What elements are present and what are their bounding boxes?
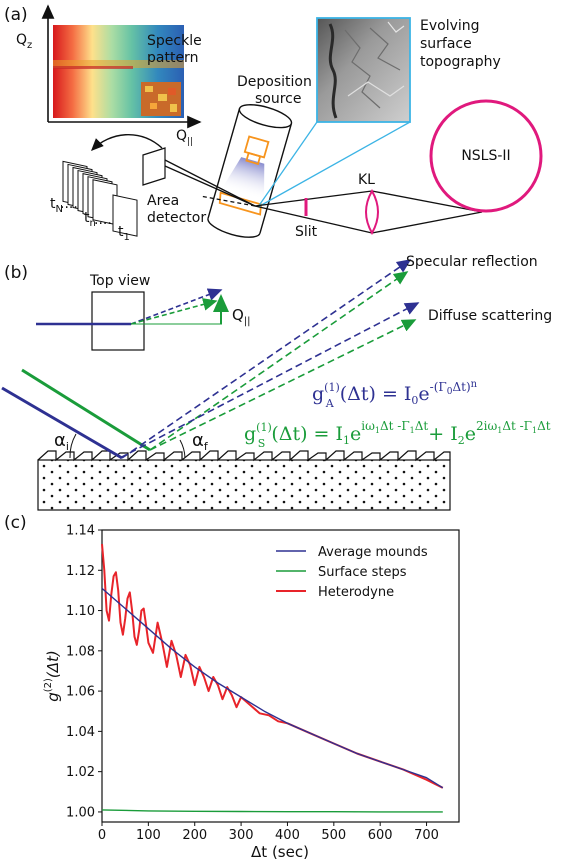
top-view-q-par-label: Q|| xyxy=(232,306,251,327)
nsls-ii-label: NSLS-II xyxy=(461,148,510,164)
panel-a: (a) Qz Q|| Speckle pattern xyxy=(4,4,543,243)
qz-label: Qz xyxy=(16,32,32,51)
y-axis-label: g(2)(Δt) xyxy=(43,650,62,702)
y-tick-label: 1.02 xyxy=(66,765,95,780)
substrate xyxy=(37,459,451,511)
evolving-label-1: Evolving xyxy=(420,18,480,34)
top-view-box xyxy=(91,291,145,351)
legend-label: Surface steps xyxy=(318,565,407,580)
x-tick-label: 500 xyxy=(321,828,346,843)
top-view-diffuse-arrow xyxy=(130,298,218,325)
evolving-label-2: surface xyxy=(420,36,472,52)
series-line-average-mounds xyxy=(101,587,444,789)
frame-stack xyxy=(62,160,138,237)
curved-arrow xyxy=(91,134,163,151)
beam-path xyxy=(164,159,483,234)
speckle-label-2: pattern xyxy=(147,50,198,66)
callout-line-1 xyxy=(257,121,318,208)
qpar-label: Q|| xyxy=(176,128,193,147)
specular-blue-arrow xyxy=(121,259,412,459)
specular-label: Specular reflection xyxy=(406,254,538,270)
x-tick-label: 0 xyxy=(98,828,106,843)
t-mid-label: tn xyxy=(84,210,96,229)
alpha-f-arc xyxy=(179,439,186,459)
alpha-i-label: αi xyxy=(54,430,69,453)
area-detector xyxy=(142,147,166,186)
y-tick-label: 1.14 xyxy=(66,524,95,539)
kl-label: KL xyxy=(358,172,375,188)
x-axis-label: Δt (sec) xyxy=(251,843,309,861)
y-tick-label: 1.12 xyxy=(66,564,95,579)
speckle-label-1: Speckle xyxy=(147,33,202,49)
x-tick-label: 200 xyxy=(182,828,207,843)
legend-label: Average mounds xyxy=(318,545,428,560)
area-detector-label-1: Area xyxy=(147,193,179,209)
x-tick-label: 400 xyxy=(275,828,300,843)
top-view-label: Top view xyxy=(89,273,150,289)
kl-lens xyxy=(365,188,379,236)
panel-b-label: (b) xyxy=(4,263,28,283)
y-axis: 1.00 1.02 1.04 1.06 1.08 1.10 1.12 1.14 xyxy=(66,524,102,820)
topography-image xyxy=(316,17,411,123)
nsls-ii-ring xyxy=(429,99,543,213)
diffuse-green-arrow xyxy=(149,319,417,451)
deposition-label-1: Deposition xyxy=(237,74,312,90)
incident-beam-blue xyxy=(1,386,123,460)
specular-green-arrow xyxy=(149,271,409,451)
diffuse-blue-arrow xyxy=(119,302,420,459)
t-dots-1: ···· xyxy=(60,200,78,216)
legend-label: Heterodyne xyxy=(318,585,394,600)
x-tick-label: 100 xyxy=(136,828,161,843)
plot-series xyxy=(101,544,444,813)
x-axis: 0 100 200 300 400 500 600 700 xyxy=(98,822,439,843)
y-tick-label: 1.00 xyxy=(66,805,95,820)
y-tick-label: 1.06 xyxy=(66,685,95,700)
x-tick-label: 700 xyxy=(414,828,439,843)
surface-profile xyxy=(37,450,451,462)
y-tick-label: 1.10 xyxy=(66,604,95,619)
x-tick-label: 300 xyxy=(229,828,254,843)
speckle-image xyxy=(53,25,184,118)
area-detector-label-2: detector xyxy=(147,210,206,226)
evolving-label-3: topography xyxy=(420,54,501,70)
series-line-surface-steps xyxy=(101,809,443,813)
panel-b: (b) Top view Q|| Specular reflection Dif… xyxy=(1,254,552,511)
panel-a-label: (a) xyxy=(4,5,28,25)
t-n-label: tN xyxy=(50,196,63,215)
callout-line-2 xyxy=(257,121,411,208)
incident-beam-green xyxy=(21,368,151,452)
x-tick-label: 600 xyxy=(368,828,393,843)
equation-g1-a: g(1)A(Δt) = I0e-(Γ0Δt)n xyxy=(312,379,478,410)
deposition-label-2: source xyxy=(255,91,302,107)
top-view-specular-arrow xyxy=(130,288,223,325)
t-dots-2: ···· xyxy=(94,216,112,232)
alpha-f-label: αf xyxy=(192,430,209,453)
panel-c-label: (c) xyxy=(4,513,27,533)
y-tick-label: 1.08 xyxy=(66,644,95,659)
t-1-label: t1 xyxy=(118,224,130,243)
plot-frame xyxy=(101,529,460,823)
series-line-heterodyne xyxy=(101,544,444,789)
alpha-i-arc xyxy=(69,433,77,459)
diffuse-label: Diffuse scattering xyxy=(428,308,552,324)
deposition-chamber xyxy=(207,104,293,238)
y-tick-label: 1.04 xyxy=(66,725,95,740)
equation-g1-s: g(1)S(Δt) = I1eiω1Δt -Γ1Δt+ I2e2iω1Δt -Γ… xyxy=(244,419,551,450)
slit-label: Slit xyxy=(295,224,318,240)
